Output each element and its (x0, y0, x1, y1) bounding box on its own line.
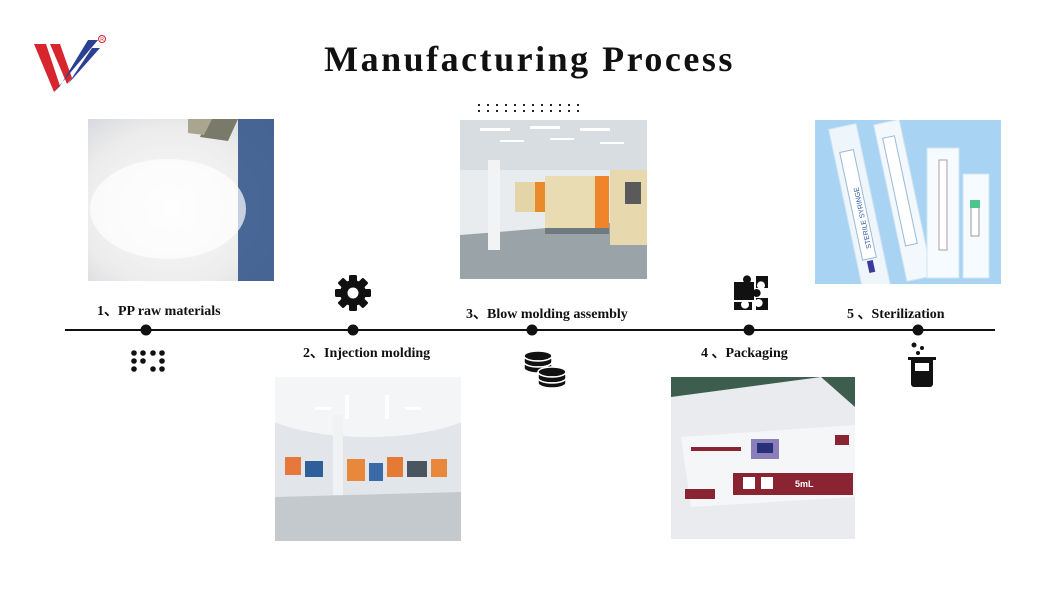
timeline-dot-1 (140, 324, 152, 336)
company-logo: R (30, 34, 110, 100)
step-label-2: 2、Injection molding (303, 346, 431, 361)
timeline-dot-3 (526, 324, 538, 336)
step-label-3: 3、Blow molding assembly (466, 307, 628, 322)
photo-blow-molding-assembly (460, 120, 647, 279)
coins-icon (522, 348, 568, 388)
photo-packaging: 5mL (671, 377, 855, 539)
step-label-1: 1、PP raw materials (97, 304, 221, 319)
photo-sterilization: STERILE SYRINGE (815, 120, 1001, 284)
step-label-5: 5 、Sterilization (847, 307, 945, 322)
braille-dots-icon (130, 348, 166, 374)
svg-text:R: R (100, 37, 104, 43)
timeline-dot-2 (347, 324, 359, 336)
timeline-dot-4 (743, 324, 755, 336)
step-label-4: 4 、Packaging (701, 346, 788, 361)
dots-decoration (476, 102, 586, 114)
photo-pp-raw-materials (88, 119, 274, 281)
page-title: Manufacturing Process (324, 39, 735, 79)
puzzle-icon (732, 274, 770, 312)
gear-icon (334, 274, 372, 312)
photo-injection-molding (275, 377, 461, 541)
timeline-dot-5 (912, 324, 924, 336)
beaker-icon (905, 341, 939, 389)
logo-icon: R (34, 35, 106, 92)
svg-text:5mL: 5mL (795, 479, 814, 489)
